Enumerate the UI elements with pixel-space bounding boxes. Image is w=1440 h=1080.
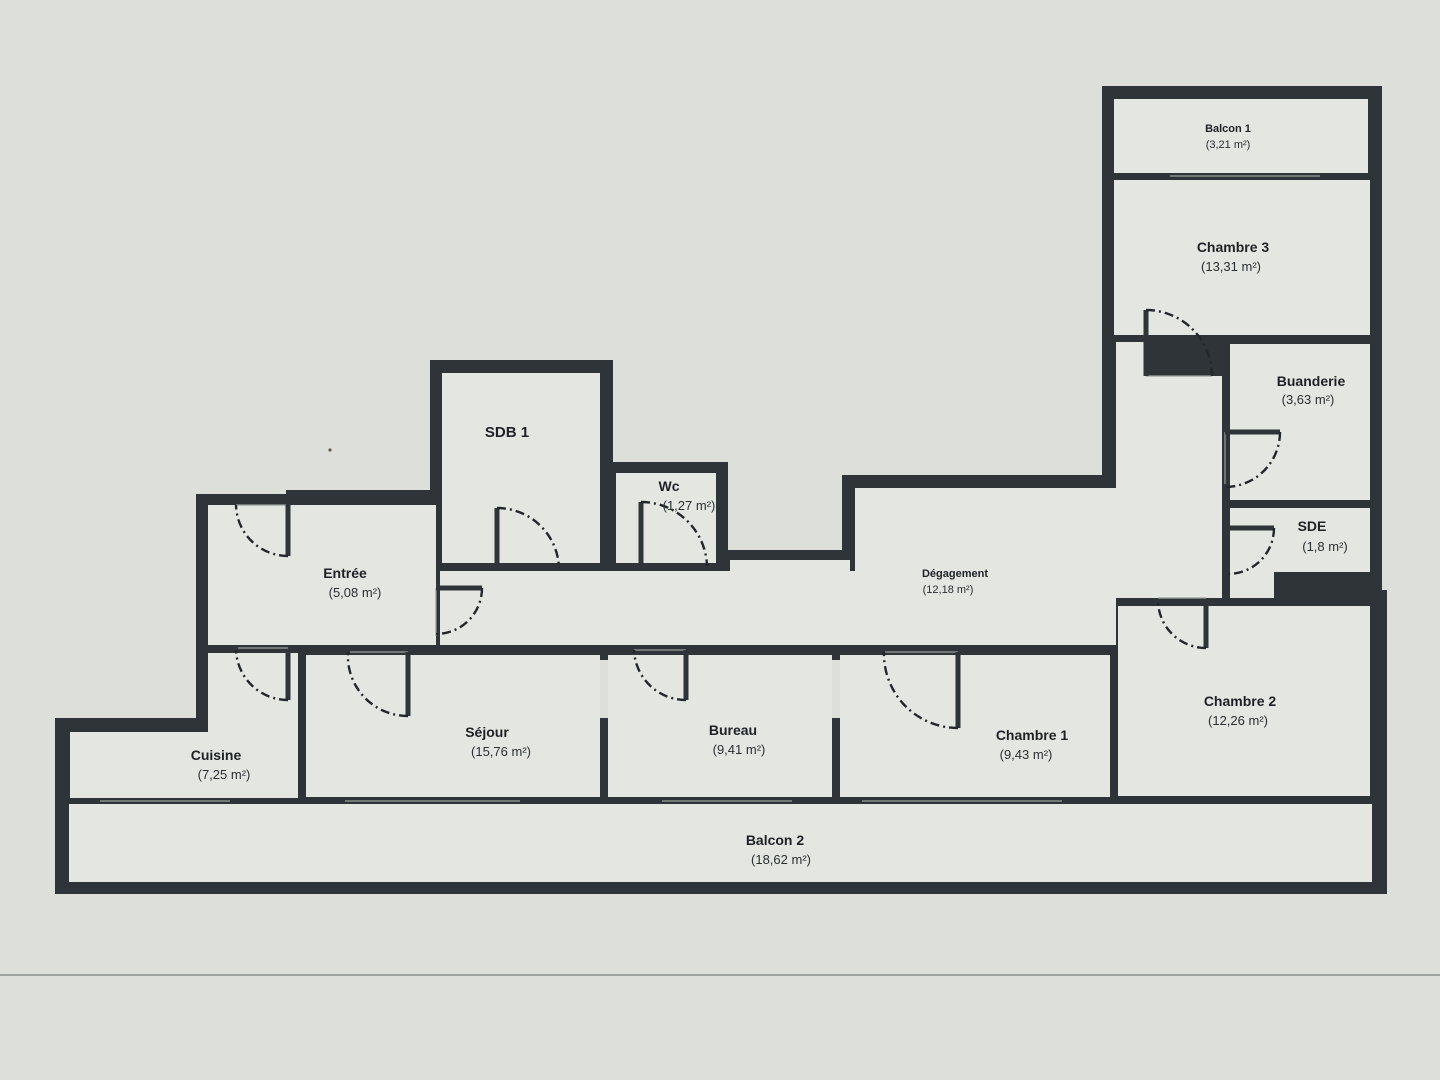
room-area-balcon-1: (3,21 m²) [1206, 139, 1251, 151]
room-area-bureau: (9,41 m²) [713, 742, 766, 757]
room-area-chambre-1: (9,43 m²) [1000, 747, 1053, 762]
room-name-degagement: Dégagement [922, 568, 988, 580]
room-name-chambre-1: Chambre 1 [996, 727, 1069, 743]
room-name-chambre-3: Chambre 3 [1197, 239, 1270, 255]
room-name-bureau: Bureau [709, 722, 757, 738]
room-name-balcon-1: Balcon 1 [1205, 123, 1251, 135]
paper-speck [328, 448, 332, 452]
room-name-sdb-1: SDB 1 [485, 424, 529, 441]
room-name-wc: Wc [659, 478, 680, 494]
room-area-buanderie: (3,63 m²) [1282, 392, 1335, 407]
room-name-sejour: Séjour [465, 724, 509, 740]
room-area-entree: (5,08 m²) [329, 585, 382, 600]
room-name-cuisine: Cuisine [191, 747, 242, 763]
room-area-cuisine: (7,25 m²) [198, 767, 251, 782]
room-area-sejour: (15,76 m²) [471, 744, 531, 759]
door-swings [234, 308, 1282, 730]
floors [69, 99, 1372, 882]
opening-lines [100, 175, 1320, 802]
room-name-buanderie: Buanderie [1277, 373, 1346, 389]
room-area-balcon-2: (18,62 m²) [751, 852, 811, 867]
room-area-sde: (1,8 m²) [1302, 539, 1348, 554]
room-name-balcon-2: Balcon 2 [746, 832, 805, 848]
room-labels: Balcon 1 (3,21 m²) Chambre 3 (13,31 m²) … [191, 123, 1348, 867]
room-name-entree: Entrée [323, 565, 367, 581]
room-name-chambre-2: Chambre 2 [1204, 693, 1277, 709]
room-area-degagement: (12,18 m²) [923, 584, 974, 596]
room-area-wc: (1,27 m²) [663, 498, 716, 513]
door-leaves [285, 310, 1280, 728]
room-name-sde: SDE [1298, 518, 1327, 534]
room-area-chambre-2: (12,26 m²) [1208, 713, 1268, 728]
room-area-chambre-3: (13,31 m²) [1201, 259, 1261, 274]
